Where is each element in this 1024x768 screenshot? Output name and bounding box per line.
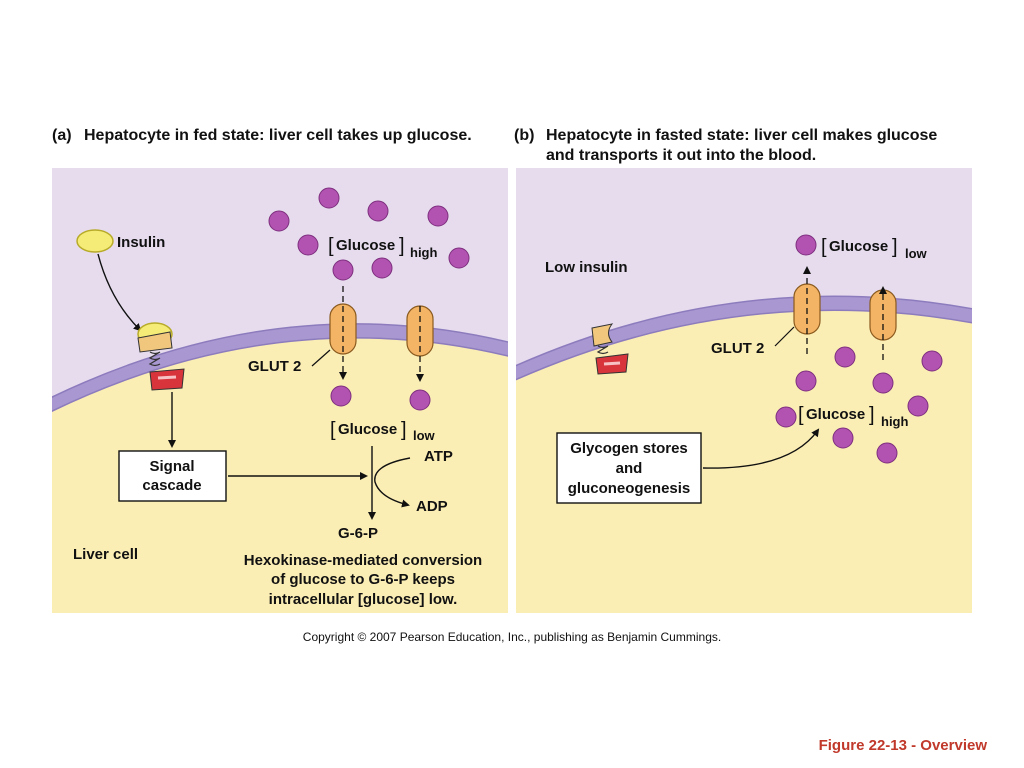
svg-text:[: [ <box>328 235 334 257</box>
low-insulin-label: Low insulin <box>545 259 628 276</box>
panel-b-tag: (b) <box>514 127 534 144</box>
cytoplasm-a <box>52 330 508 613</box>
glucose-molecules-outside-a <box>268 187 470 281</box>
glucose-molecule-outside-b <box>795 234 817 256</box>
copyright-text: Copyright © 2007 Pearson Education, Inc.… <box>303 630 721 644</box>
figure-label: Figure 22-13 - Overview <box>819 737 988 754</box>
glucose-molecules-inside-b <box>775 346 943 464</box>
svg-text:[: [ <box>330 419 336 441</box>
cell-membrane-a <box>52 323 508 412</box>
glycogen-stores-box <box>556 432 702 504</box>
svg-text:[: [ <box>821 236 827 258</box>
glucose-outside-a-level: high <box>410 245 437 260</box>
cytoplasm-b <box>516 303 972 613</box>
glucose-outside-a-label: Glucose <box>336 237 395 254</box>
insulin-receptor <box>137 322 185 391</box>
glucose-inside-b-label: Glucose <box>806 406 865 423</box>
glucose-production-arrow <box>702 428 820 469</box>
glut2-transporter-b1 <box>793 266 821 354</box>
atp-label: ATP <box>424 448 453 465</box>
panel-b <box>516 168 972 613</box>
adp-label: ADP <box>416 498 448 515</box>
panel-b-title-line1: Hepatocyte in fasted state: liver cell m… <box>546 127 937 144</box>
panel-a-tag: (a) <box>52 127 72 144</box>
glut2-transporter-a2 <box>406 305 434 382</box>
glucose-molecules-inside-a <box>330 385 431 411</box>
svg-text:[: [ <box>798 404 804 426</box>
panel-a-title: Hepatocyte in fed state: liver cell take… <box>84 127 472 144</box>
glucose-inside-a-label: Glucose <box>338 421 397 438</box>
glucose-inside-a-level: low <box>413 428 436 443</box>
panel-b-title-line2: and transports it out into the blood. <box>546 147 816 164</box>
insulin-molecule <box>76 229 114 253</box>
hexokinase-caption-line2: of glucose to G-6-P keeps <box>271 571 455 588</box>
insulin-receptor-unbound <box>591 323 629 375</box>
glycogen-stores-line3: gluconeogenesis <box>568 480 691 497</box>
glucose-outside-b-label: Glucose <box>829 238 888 255</box>
glycogen-stores-line1: Glycogen stores <box>570 440 688 457</box>
glut2-transporter-a1 <box>329 286 357 380</box>
hexokinase-caption-line3: intracellular [glucose] low. <box>269 591 458 608</box>
hexokinase-caption-line1: Hexokinase-mediated conversion <box>244 552 482 569</box>
glycogen-stores-line2: and <box>616 460 643 477</box>
signal-cascade-line2: cascade <box>142 477 201 494</box>
glut2-label-a: GLUT 2 <box>248 358 301 375</box>
svg-text:]: ] <box>869 404 875 426</box>
signal-cascade-line1: Signal <box>149 458 194 475</box>
signal-cascade-box <box>118 450 227 502</box>
glucose-outside-b-level: low <box>905 246 928 261</box>
g6p-label: G-6-P <box>338 525 378 542</box>
insulin-label: Insulin <box>117 234 165 251</box>
atp-adp-arrow <box>374 457 411 508</box>
svg-text:]: ] <box>892 236 898 258</box>
glut2-transporter-b2 <box>869 286 897 360</box>
panel-a <box>52 168 508 613</box>
glucose-inside-b-level: high <box>881 414 908 429</box>
svg-text:]: ] <box>399 235 405 257</box>
svg-text:]: ] <box>401 419 407 441</box>
cell-membrane-b <box>516 296 972 381</box>
insulin-binding-arrow <box>97 253 142 332</box>
liver-cell-label: Liver cell <box>73 546 138 563</box>
glut2-label-b: GLUT 2 <box>711 340 764 357</box>
